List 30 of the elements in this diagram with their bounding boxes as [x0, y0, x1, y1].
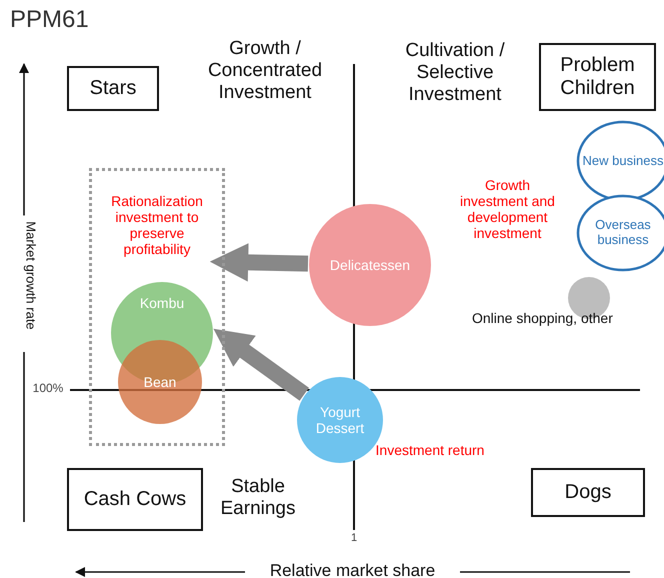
node-text: Yogurt Dessert — [314, 404, 366, 436]
strategy-note: Growth investment and development investment — [459, 177, 556, 242]
node-text: New business — [582, 154, 664, 168]
strategy-label: Cultivation / Selective Investment — [404, 40, 506, 106]
strategy-note: Investment return — [375, 442, 485, 458]
node-text: Delicatessen — [330, 256, 410, 274]
dashed-group-box — [89, 168, 225, 446]
axis-tick-label: 100% — [32, 382, 64, 396]
quadrant-label-box — [67, 66, 159, 111]
node-text: Rationalization investment to preserve profitability — [110, 193, 204, 258]
node-text: Problem Children — [559, 54, 636, 100]
node-text: Bean — [144, 374, 176, 390]
node-text: Overseas business — [594, 218, 652, 248]
node-text: Dogs — [564, 481, 612, 504]
quadrant-label-box — [67, 468, 203, 531]
node-text: Stars — [90, 77, 136, 100]
axis-title: Relative market share — [245, 561, 460, 578]
strategy-label: Growth / Concentrated Investment — [206, 38, 324, 104]
strategy-label: Stable Earnings — [220, 476, 296, 520]
block-arrow — [210, 243, 308, 282]
bubble-caption: Online shopping, other — [472, 310, 613, 326]
diagram-title: PPM61 — [10, 6, 89, 34]
node-text: Cash Cows — [84, 488, 186, 511]
block-arrow — [213, 328, 309, 401]
quadrant-label-box — [539, 43, 656, 111]
quadrant-label-box — [531, 468, 645, 517]
node-text: Kombu — [140, 295, 184, 312]
axis-tick-label: 1 — [350, 532, 358, 545]
business-bubble — [117, 339, 203, 425]
business-bubble — [308, 203, 432, 327]
